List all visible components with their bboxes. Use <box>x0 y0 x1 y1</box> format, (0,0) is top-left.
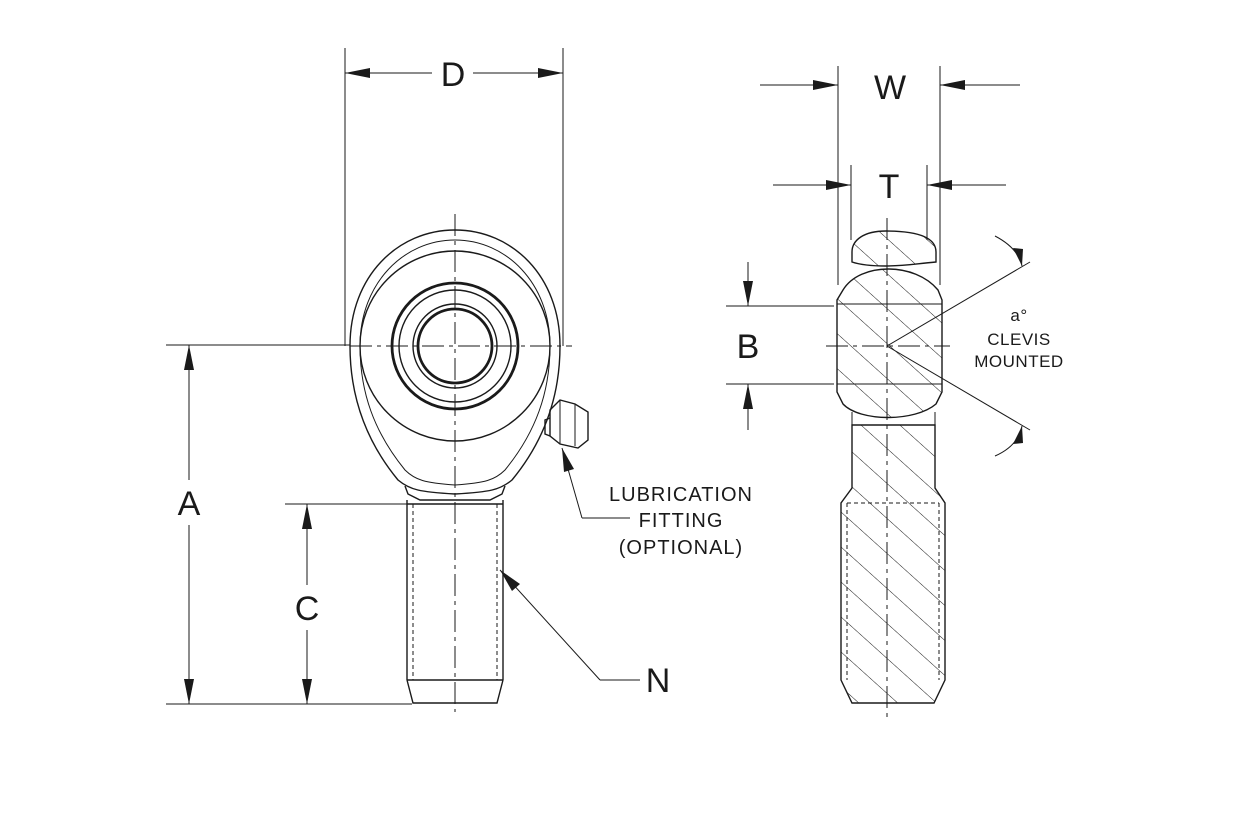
label-d: D <box>441 56 466 94</box>
front-view: D A C N <box>166 48 753 712</box>
shank-section <box>841 425 945 703</box>
dimension-t <box>773 165 1006 240</box>
housing-neck <box>404 485 506 501</box>
label-n: N <box>646 662 671 700</box>
leader-n <box>499 569 640 681</box>
clevis-note-line2: MOUNTED <box>974 352 1063 371</box>
dimension-a <box>166 344 412 705</box>
label-a: A <box>178 485 201 523</box>
eye-top-section <box>852 231 936 266</box>
angle-note: a° <box>1010 306 1027 325</box>
lubrication-note-line2: FITTING <box>639 510 724 532</box>
lubrication-fitting <box>544 399 589 449</box>
leader-lubrication <box>561 447 630 519</box>
side-view: W T B a° C <box>726 66 1063 720</box>
angle-dimension <box>886 235 1031 457</box>
bore-circle <box>416 307 494 385</box>
label-b: B <box>737 328 760 366</box>
clevis-note-line1: CLEVIS <box>987 330 1050 349</box>
dimension-b <box>726 262 834 430</box>
lubrication-note-line3: (OPTIONAL) <box>619 537 743 559</box>
dimension-c <box>285 503 407 704</box>
label-c: C <box>295 590 320 628</box>
label-t: T <box>879 168 900 206</box>
dimension-w <box>760 66 1020 285</box>
label-w: W <box>874 69 906 107</box>
ball-section <box>837 269 942 418</box>
lubrication-note-line1: LUBRICATION <box>609 484 753 506</box>
dimension-d <box>344 48 564 346</box>
